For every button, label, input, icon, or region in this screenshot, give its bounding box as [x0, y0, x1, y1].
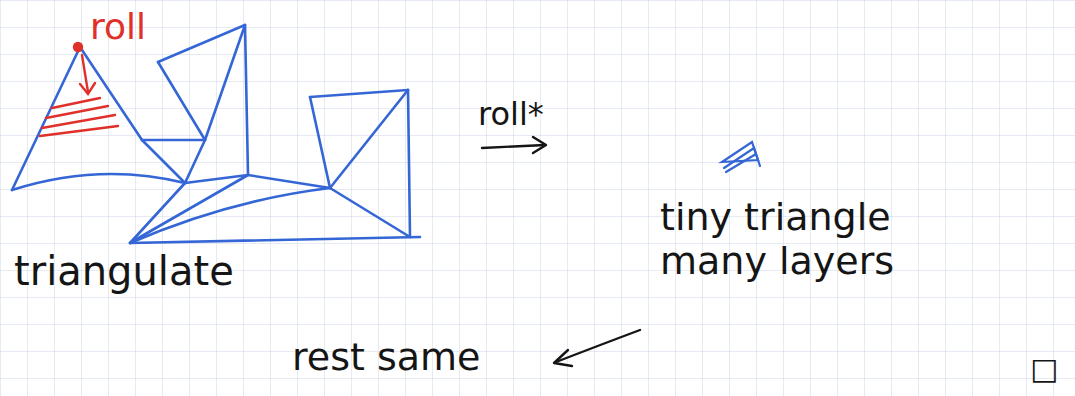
qed-symbol: □ — [1030, 352, 1058, 387]
roll-marks — [40, 43, 118, 136]
note-label: tiny triangle many layers — [660, 196, 990, 283]
triangulated-shapes — [12, 25, 420, 243]
note-label: rest same — [292, 336, 480, 380]
tiny-triangle-layers — [722, 142, 760, 172]
step-label: triangulate — [14, 248, 234, 294]
roll-label: roll — [90, 6, 146, 47]
arrows — [482, 137, 640, 366]
arrow-label: roll* — [478, 96, 544, 133]
